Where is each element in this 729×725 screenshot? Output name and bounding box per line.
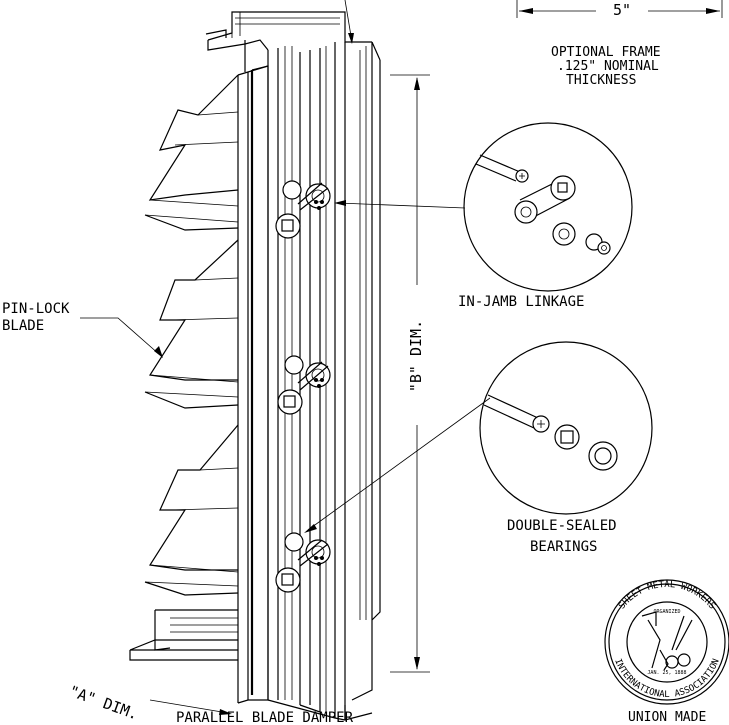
snips-icon [671, 615, 693, 651]
hammer-icon [647, 619, 661, 669]
jamb-linkage-3 [275, 532, 331, 593]
seal-date: JAN. 25, 1888 [647, 670, 686, 676]
dim-5-label: 5" [613, 1, 631, 19]
double-sealed-label-2: BEARINGS [530, 539, 597, 555]
pin-lock-leader [80, 317, 161, 356]
parallel-damper-label: PARALLEL BLADE DAMPER [176, 710, 354, 725]
b-dim-label: "B" DIM. [407, 320, 425, 392]
optional-frame-label-2: .125" NOMINAL [557, 59, 659, 74]
blades [129, 74, 239, 661]
union-made-label: UNION MADE [628, 710, 706, 725]
a-dim-label: "A" DIM. [67, 682, 141, 724]
double-sealed-label-1: DOUBLE-SEALED [507, 518, 617, 534]
optional-frame-label-1: OPTIONAL FRAME [551, 45, 661, 60]
in-jamb-label: IN-JAMB LINKAGE [458, 294, 584, 310]
pin-lock-label-1: PIN-LOCK [2, 301, 70, 317]
dimension-b: "B" DIM. [390, 74, 430, 673]
jamb-linkage-1 [275, 180, 331, 239]
seal-bottom-text: INTERNATIONAL ASSOCIATION [612, 658, 722, 700]
a-dim-leader [149, 699, 223, 713]
union-seal: SHEET METAL WORKERS INTERNATIONAL ASSOCI… [604, 579, 729, 705]
seal-organized: ORGANIZED [653, 609, 680, 615]
jamb-linkage-2 [277, 355, 331, 415]
seal-top-text: SHEET METAL WORKERS [617, 580, 717, 611]
in-jamb-detail [334, 122, 633, 292]
dimension-5-inch: 5" [516, 0, 723, 19]
optional-frame-label-3: THICKNESS [566, 73, 636, 88]
bearing-detail [304, 341, 653, 533]
pin-lock-label-2: BLADE [2, 318, 44, 334]
